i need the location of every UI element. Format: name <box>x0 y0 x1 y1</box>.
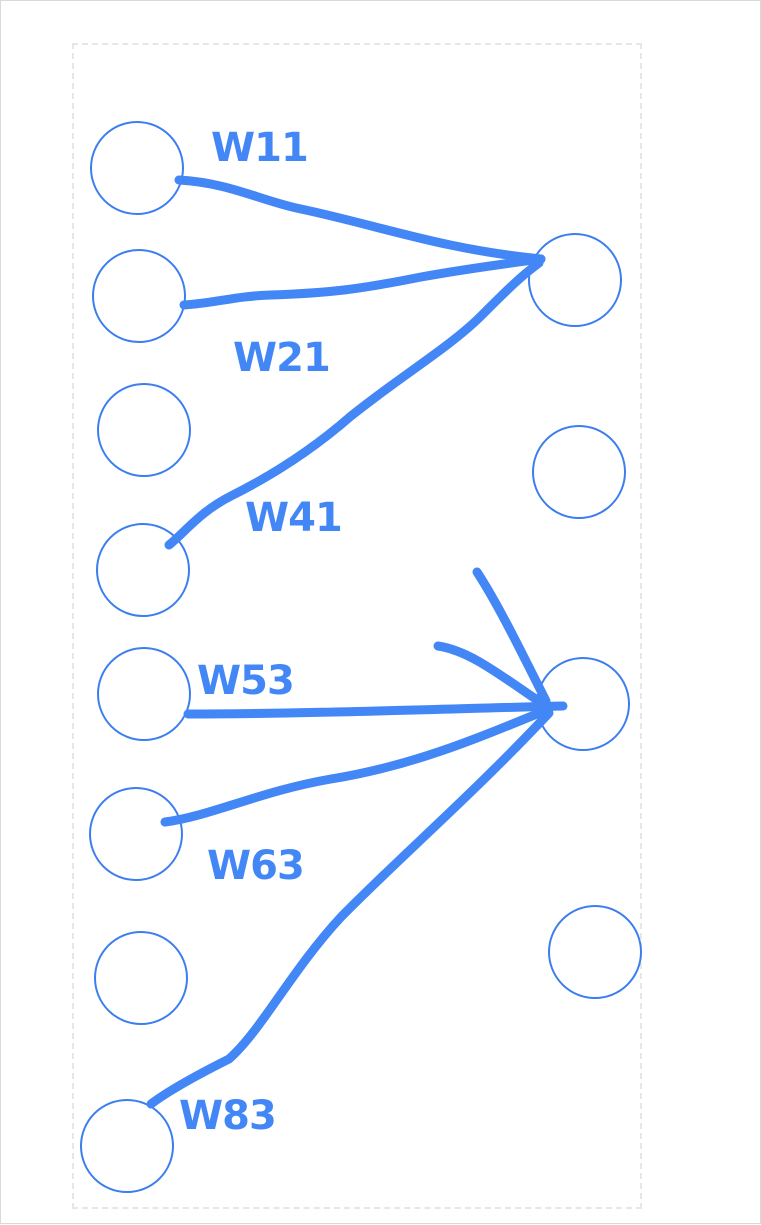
weight-label-w11: W11 <box>211 125 308 171</box>
weight-label-w83: W83 <box>179 1093 276 1139</box>
input-neuron-1 <box>90 121 184 215</box>
edge-w41 <box>164 258 544 550</box>
edge-w11 <box>174 175 546 264</box>
weight-label-w63: W63 <box>207 843 304 889</box>
input-neuron-7 <box>94 931 188 1025</box>
arrowhead-lower-stroke <box>433 641 551 711</box>
arrowhead-upper-stroke <box>472 567 551 706</box>
input-neuron-3 <box>97 383 191 477</box>
input-neuron-2 <box>92 249 186 343</box>
weight-label-w41: W41 <box>245 495 342 541</box>
weight-label-w21: W21 <box>233 335 330 381</box>
input-neuron-5 <box>97 647 191 741</box>
edge-w53 <box>183 701 568 719</box>
input-neuron-6 <box>89 787 183 881</box>
edge-w21 <box>179 254 546 310</box>
edge-w83 <box>146 708 554 1109</box>
output-neuron-2 <box>532 425 626 519</box>
output-neuron-1 <box>528 233 622 327</box>
weight-label-w53: W53 <box>197 658 294 704</box>
edge-w63 <box>160 704 554 827</box>
output-neuron-4 <box>548 905 642 999</box>
dashed-frame <box>72 43 642 1209</box>
input-neuron-8 <box>80 1099 174 1193</box>
